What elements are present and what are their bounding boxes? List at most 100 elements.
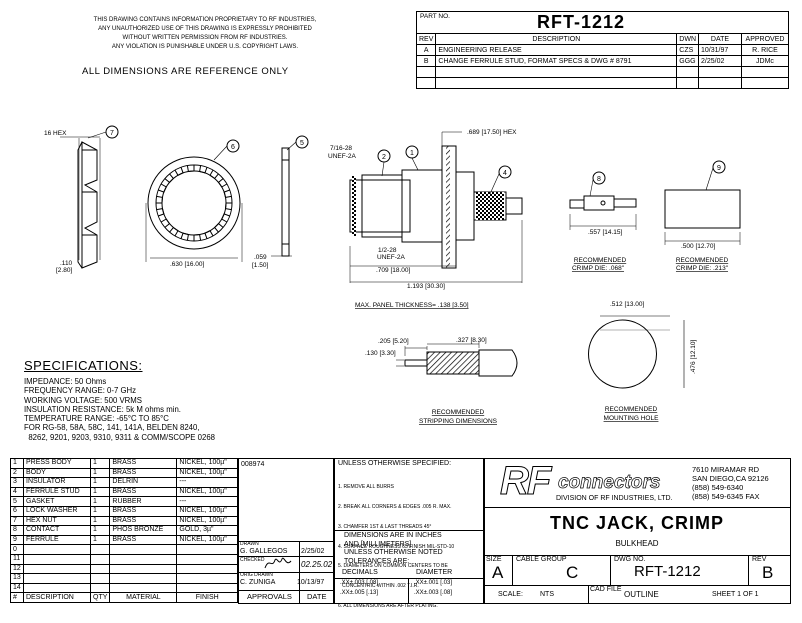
dim-thread1b: UNEF-2A — [328, 153, 356, 160]
drawing-subtitle: BULKHEAD — [615, 539, 659, 548]
washer-tooth — [164, 173, 175, 184]
revision-table: REV DESCRIPTION DWN DATE APPROVED A ENGI… — [415, 33, 789, 89]
bom-cell: NICKEL, 100µ" — [176, 534, 238, 546]
bom-cell — [109, 563, 178, 575]
bom-cell: GOLD, 3µ" — [176, 525, 238, 536]
part-no-label: PART NO. — [420, 13, 450, 20]
washer-tooth — [180, 232, 189, 241]
bom-cell: 8 — [10, 525, 24, 536]
bom-cell — [23, 553, 91, 565]
notes-title: UNLESS OTHERWISE SPECIFIED: — [338, 460, 452, 467]
dim-512: .512 [13.00] — [610, 301, 645, 308]
bom-cell — [89, 582, 111, 594]
bom-cell: 1 — [89, 486, 111, 498]
callout-8: 8 — [597, 176, 601, 183]
tol-value: .XX±.001 [.03] — [414, 580, 452, 586]
dim-110: .110 — [60, 260, 73, 267]
sheet-info: SHEET 1 OF 1 — [712, 591, 759, 598]
specifications-title: SPECIFICATIONS: — [24, 358, 143, 373]
spec-line: TEMPERATURE RANGE: -65°C TO 85°C — [24, 414, 169, 424]
rev-header: DWN — [676, 33, 699, 45]
dwg-no-label: DWG NO. — [614, 556, 646, 563]
bom-cell: HEX NUT — [23, 515, 91, 527]
rev-cell: CHANGE FERRULE STUD, FORMAT SPECS & DWG … — [435, 55, 678, 67]
bom-cell — [109, 573, 178, 584]
notice-line: ANY VIOLATION IS PUNISHABLE UNDER U.S. C… — [111, 44, 299, 50]
washer-tooth — [199, 165, 208, 174]
washer-tooth — [221, 213, 230, 223]
bom-row: 14 — [10, 582, 238, 594]
rev-header: APPROVED — [741, 33, 789, 45]
bom-cell: BODY — [23, 467, 91, 479]
assembly-drawing — [349, 131, 523, 283]
rev-cell: R. RICE — [741, 44, 789, 56]
bom-cell: 12 — [10, 563, 24, 575]
bom-cell: PHOS BRONZE — [109, 525, 178, 536]
size-label: SIZE — [486, 556, 502, 563]
bom-footer: # — [10, 592, 24, 603]
rev-cell: B — [415, 55, 437, 67]
bom-cell — [176, 544, 238, 555]
dim-500: .500 [12.70] — [681, 243, 716, 250]
tol-value: .XX±.003 [.08] — [414, 590, 452, 596]
bom-cell: FERRULE STUD — [23, 486, 91, 498]
specifications: SPECIFICATIONS: IMPEDANCE: 50 Ohms FREQU… — [24, 358, 215, 442]
bom-cell: 1 — [89, 458, 111, 469]
drawn-name: G. GALLEGOS — [240, 548, 288, 555]
bom-cell: 1 — [89, 477, 111, 488]
caption-mount-a: RECOMMENDED — [605, 406, 658, 413]
washer-tooth — [217, 178, 228, 188]
rev-header: REV — [415, 33, 437, 45]
bom-row: 13 — [10, 573, 238, 584]
washer-tooth — [160, 218, 171, 228]
spec-line: IMPEDANCE: 50 Ohms — [24, 377, 107, 386]
notice-line: WITHOUT WRITTEN PERMISSION FROM RF INDUS… — [122, 35, 288, 41]
dim-note: TOLERANCES ARE: — [344, 557, 410, 565]
callout-9: 9 — [717, 165, 721, 172]
orig-drawn-name: C. ZUNIGA — [240, 579, 276, 586]
tol-value: .XX±.005 [.13] — [340, 590, 378, 596]
callout-6: 6 — [231, 144, 235, 151]
bom-cell: GASKET — [23, 496, 91, 507]
note-line: 4. SURFACE ROUGHNESS 63 FINISH MIL-STD-1… — [338, 543, 455, 550]
rev-cell: 2/25/02 — [698, 55, 742, 67]
bom-cell: 1 — [89, 534, 111, 546]
dim-note: DIMENSIONS ARE IN INCHES — [344, 532, 442, 539]
ferrule-drawing — [664, 189, 741, 245]
rev-header: DESCRIPTION — [435, 33, 678, 45]
title-block: RF connectors DIVISION OF RF INDUSTRIES,… — [483, 458, 791, 604]
bom-cell — [176, 573, 238, 584]
bom-footer: DESCRIPTION — [23, 592, 91, 603]
part-no: RFT-1212 — [537, 12, 626, 32]
bom-cell: 1 — [89, 496, 111, 507]
bom-cell: 3 — [10, 477, 24, 488]
spec-line: INSULATION RESISTANCE: 5k M ohms min. — [24, 404, 181, 414]
bom-cell — [109, 582, 178, 594]
bom-cell: --- — [176, 477, 238, 488]
spec-line: 8262, 9201, 9203, 9310, 9311 & COMM/SCOP… — [24, 432, 216, 442]
washer-tooth — [209, 169, 219, 180]
rev-cell: A — [415, 44, 437, 56]
bom-cell — [176, 563, 238, 575]
bom-cell: 1 — [10, 458, 24, 469]
bom-cell: BRASS — [109, 505, 178, 517]
washer-tooth — [223, 189, 232, 198]
mounting-hole-drawing — [588, 315, 685, 389]
bom-row: 12 — [10, 563, 238, 575]
gasket-drawing — [271, 147, 292, 257]
rev-header: DATE — [698, 33, 742, 45]
bom-cell — [109, 544, 178, 555]
caption-crimp2b: CRIMP DIE: .213" — [676, 265, 729, 272]
bom-cell: DELRIN — [109, 477, 178, 488]
washer-tooth — [174, 167, 184, 176]
washer-tooth — [213, 222, 224, 233]
washer-tooth — [169, 226, 179, 237]
bom-footer: QTY — [89, 592, 111, 603]
rev-cell: CZS — [676, 44, 699, 56]
dim-557: .557 [14.15] — [588, 229, 623, 236]
bom-cell: RUBBER — [109, 496, 178, 507]
bom-cell: PRESS BODY — [23, 458, 91, 469]
rev-label: REV — [752, 556, 767, 563]
dim-327: .327 [8.30] — [456, 337, 487, 344]
